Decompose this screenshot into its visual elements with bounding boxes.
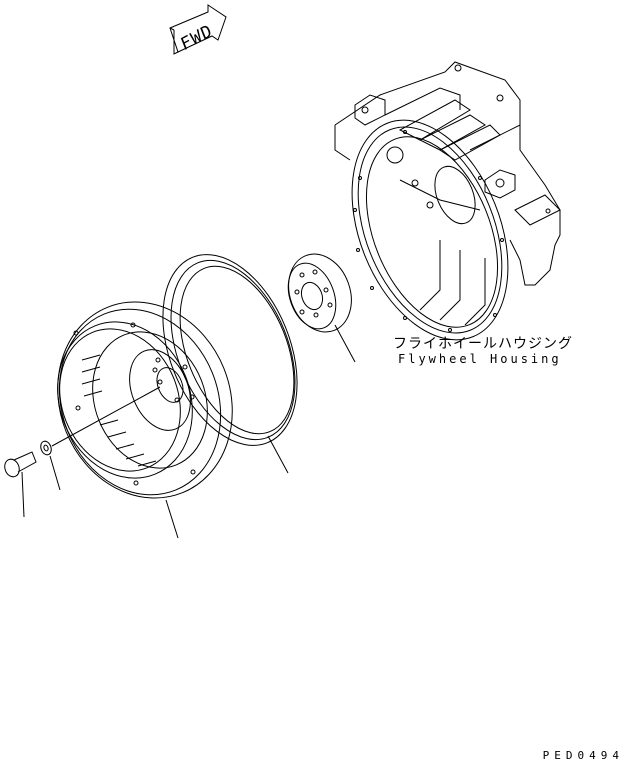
flywheel-drawing	[57, 301, 233, 539]
flywheel-housing-drawing	[334, 61, 561, 341]
pilot-hub-drawing	[287, 253, 356, 363]
flywheel-housing-label-jp: フライホイールハウジング	[393, 336, 573, 352]
fwd-arrow-icon	[169, 4, 227, 55]
flywheel-housing-label-en: Flywheel Housing	[398, 352, 562, 366]
washer-drawing	[40, 386, 161, 491]
bolt-drawing	[4, 451, 37, 518]
figure-code: PED0494	[542, 749, 624, 762]
